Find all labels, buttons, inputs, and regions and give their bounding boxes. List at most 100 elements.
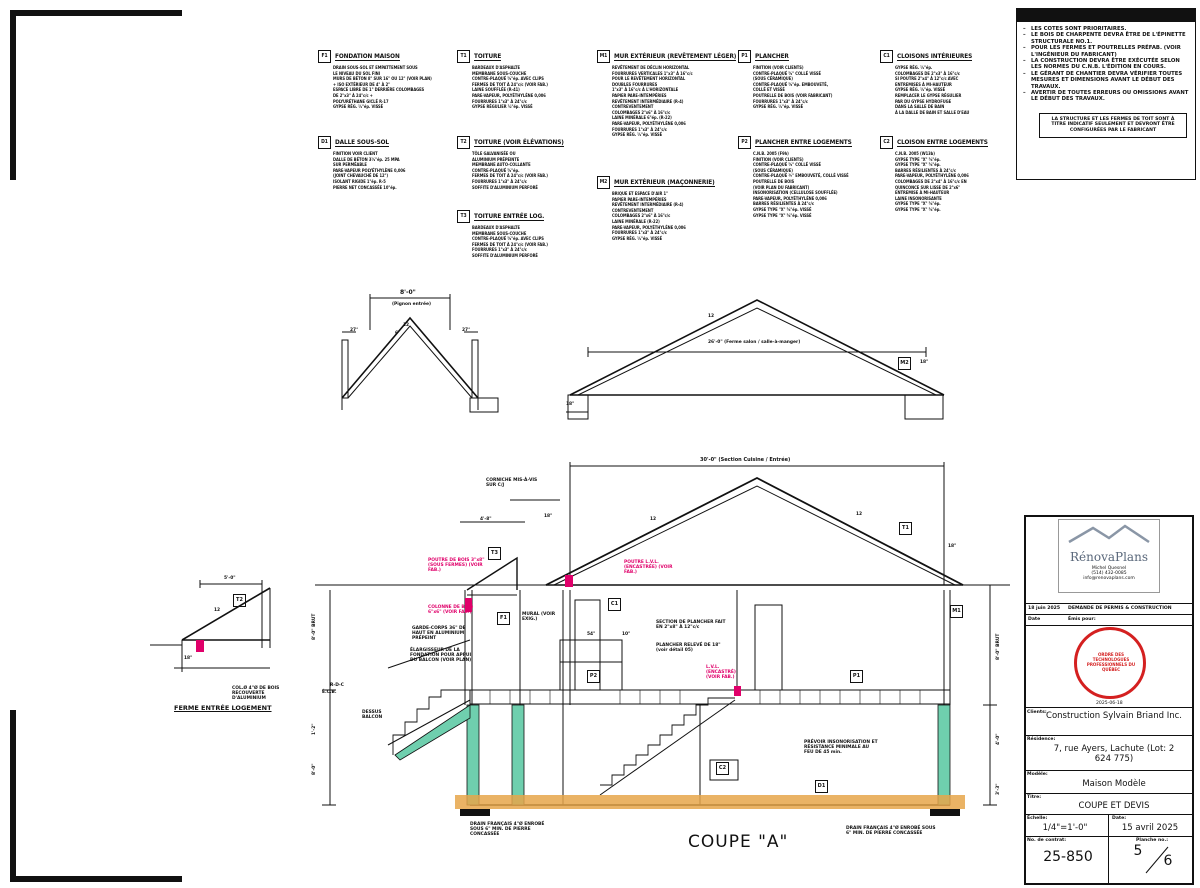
spec-line: FINITION VOIR CLIENT xyxy=(333,151,378,156)
main-truss-detail xyxy=(566,299,945,420)
stamp-date: 2025-06-18 xyxy=(1096,701,1123,706)
dim-pitch-rise: 12 xyxy=(403,323,410,328)
dim-stair-h: 10" xyxy=(622,632,631,637)
tag-p1: P1 xyxy=(850,670,863,683)
spec-line: CONTRE-PLAQUÉ ⅝" COLLÉ VISSÉ xyxy=(753,70,821,76)
tb-res-top xyxy=(1024,735,1194,736)
spec-line: COLOMBAGES DE 2"x4" À 16"c/c EN xyxy=(895,178,967,184)
spec-line: ENTREMISE À MI-HAUTEUR xyxy=(895,190,950,196)
spec-line: CONTRE-PLAQUÉ ⅝" COLLÉ VISSÉ xyxy=(753,162,821,168)
spec-tag: P2 xyxy=(738,136,751,149)
spec-line: FOURRURES 1"x3" À 24"c/c xyxy=(472,178,527,184)
spec-line: CONTREVENTEMENT xyxy=(612,104,654,110)
spec-line: MURS DE BÉTON 8" SUR 16" OU 12" (VOIR PL… xyxy=(333,76,432,82)
dim-section-span: 30'-0" (Section Cuisine / Entrée) xyxy=(700,457,791,463)
spec-title: TOITURE (VOIR ÉLÉVATIONS) xyxy=(474,138,564,147)
tb-border-right xyxy=(1192,515,1194,885)
label-ecb: É.C.B. xyxy=(322,690,337,695)
spec-line: PARE-VAPEUR POLYÉTHYLÈNE 0,006 xyxy=(333,167,406,173)
spec-body: BARDEAUX D'ASPHALTE MEMBRANE SOUS-COUCHE… xyxy=(472,225,548,259)
logo-contact-1: Michel Quesnel xyxy=(1091,566,1127,571)
dim-wall-lower-right: 4'-0" xyxy=(996,733,1001,745)
spec-line: DOUBLES FOURRURES xyxy=(612,81,658,87)
spec-line: QUINCONCE SUR LISSE DE 2"x6" xyxy=(895,184,961,190)
spec-title: FONDATION MAISON xyxy=(335,52,400,61)
spec-line: POUTRELLE DE BOIS (VOIR FABRICANT) xyxy=(753,92,833,98)
spec-line: ENTREMISES À MI-HAUTEUR xyxy=(895,81,952,87)
label-ferme-entree: FERME ENTRÉE LOGEMENT xyxy=(174,704,272,712)
modele-value: Maison Modèle xyxy=(1082,779,1146,789)
spec-body: GYPSE RÉG. ½"ép. COLOMBAGES DE 2"x3" À 1… xyxy=(895,65,972,115)
spec-line: BARDEAUX D'ASPHALTE xyxy=(472,225,520,230)
rev-header-desc: Émis pour: xyxy=(1068,617,1096,622)
spec-f1: F1 FONDATION MAISON DRAIN SOUS-SOL ET EMP… xyxy=(318,50,432,110)
spec-line: ESPACE LIBRE DE 1" DERRIÈRE COLOMBAGES xyxy=(333,87,425,93)
spec-line: GYPSE RÉG. ½"ép. VISSÉ xyxy=(753,104,804,110)
tb-titre-top xyxy=(1024,793,1194,794)
spec-line: 1"x3" À 16"c/c À L'HORIZONTALE xyxy=(612,87,679,93)
spec-body: DRAIN SOUS-SOL ET EMPATTEMENT SOUS LE NI… xyxy=(333,65,432,110)
spec-line: LAINE SOUFFLÉE (R-41) xyxy=(472,87,520,93)
tb-modele-top xyxy=(1024,770,1194,771)
tb-rev-top xyxy=(1024,603,1194,604)
spec-line: LAINE MINÉRALE (R-22) xyxy=(612,218,660,224)
spec-line: FERMES DE TOIT À 24"c/c (VOIR FAB.) xyxy=(472,173,548,179)
dim-section-pitch: 12 xyxy=(650,517,657,522)
label-poutre-2: POUTRE L.V.L. (ENCASTRÉE) (VOIR FAB.) xyxy=(624,560,673,575)
tb-contrat-split xyxy=(1108,836,1109,884)
corner-mark-bottom-left-h xyxy=(10,876,182,882)
label-drain-right: DRAIN FRANÇAIS 4"Ø ENROBÉ SOUS 6" MIN. D… xyxy=(846,826,936,836)
spec-line: PARE-VAPEUR, POLYÉTHYLÈNE 0,006 xyxy=(612,120,686,126)
tb-contrat-top xyxy=(1024,836,1194,837)
tb-border-top xyxy=(1024,515,1194,517)
spec-line: REVÊTEMENT INTERMÉDIAIRE (R-4) xyxy=(612,98,684,104)
spec-line: CONTRE-PLAQUÉ ⅝"ép. EMBOUVETÉ, xyxy=(753,81,829,87)
spec-line: FOURRURES 1"x3" À 24"c/c xyxy=(753,98,808,104)
residence-label: Résidence: xyxy=(1027,737,1056,742)
spec-line: GYPSE TYPE "X" ⅝"ép. xyxy=(895,206,941,212)
spec-line: COLOMBAGES 2"x6" À 16"c/c xyxy=(612,109,671,115)
spec-line: GYPSE TYPE "X" ⅝"ép. xyxy=(895,156,941,162)
echelle-value: 1/4"=1'-0" xyxy=(1042,823,1088,833)
dim-angle-right: 27° xyxy=(462,328,471,333)
spec-line: PARE-VAPEUR, POLYÉTHYLÈNE 0,006 xyxy=(753,195,827,201)
dim-stair: 54" xyxy=(587,632,596,637)
spec-line: MEMBRANE SOUS-COUCHE xyxy=(472,70,527,76)
dim-left-2: 1'-2" xyxy=(312,723,317,735)
client-label: Clients: xyxy=(1027,710,1047,715)
label-poutre-1: POUTRE DE BOIS 3"x8" (SOUS FERMES) (VOIR… xyxy=(428,558,485,573)
spec-line: PARE-VAPEUR, POLYÉTHYLÈNE 0,006 xyxy=(612,224,686,230)
spec-line: À LA DALLE DE BAIN ET SALLE D'EAU xyxy=(895,109,970,115)
house-roof-icon xyxy=(1068,524,1150,544)
spec-line: FINITION (VOIR CLIENTS) xyxy=(753,65,804,70)
spec-line: ALUMINIUM PRÉPEINTE xyxy=(472,156,520,162)
note-item: LE BOIS DE CHARPENTE DEVRA ÊTRE DE L'ÉPI… xyxy=(1023,32,1189,45)
spec-title: PLANCHER xyxy=(755,52,789,61)
label-coupe-a: COUPE "A" xyxy=(688,832,789,852)
spec-tag: F1 xyxy=(318,50,331,63)
tb-client-top xyxy=(1024,707,1194,708)
label-colonne: COLONNE DE BOIS 6"x6" (VOIR FAB.) xyxy=(428,605,474,615)
tag-t1: T1 xyxy=(899,522,912,535)
dim-angle-left: 27° xyxy=(350,328,359,333)
spec-line: GYPSE RÉG. ½"ép. xyxy=(895,65,933,70)
spec-line: GYPSE TYPE "X" ⅝"ép. xyxy=(895,162,941,168)
label-section-plancher: SECTION DE PLANCHER FAIT EN 2"x8" À 12"c… xyxy=(656,620,726,630)
spec-body: BARDEAUX D'ASPHALTE MEMBRANE SOUS-COUCHE… xyxy=(472,65,548,110)
spec-title: CLOISON ENTRE LOGEMENTS xyxy=(897,138,988,147)
spec-line: REVÊTEMENT INTERMÉDIAIRE (R-4) xyxy=(612,202,684,208)
spec-line: FOURRURES 1"x3" À 24"c/c xyxy=(472,247,527,253)
spec-body: FINITION VOIR CLIENT DALLE DE BÉTON 3½"é… xyxy=(333,151,405,190)
label-rdc: R-D-C xyxy=(330,683,344,688)
spec-line: LAINE INSONORISANTE xyxy=(895,195,942,201)
spec-line: FINITION (VOIR CLIENTS) xyxy=(753,156,804,162)
spec-line: DRAIN SOUS-SOL ET EMPATTEMENT SOUS xyxy=(333,65,418,70)
dim-heel-right: 18" xyxy=(920,360,929,365)
planche-value: 5 xyxy=(1133,843,1143,859)
date-value: 15 avril 2025 xyxy=(1121,823,1179,833)
